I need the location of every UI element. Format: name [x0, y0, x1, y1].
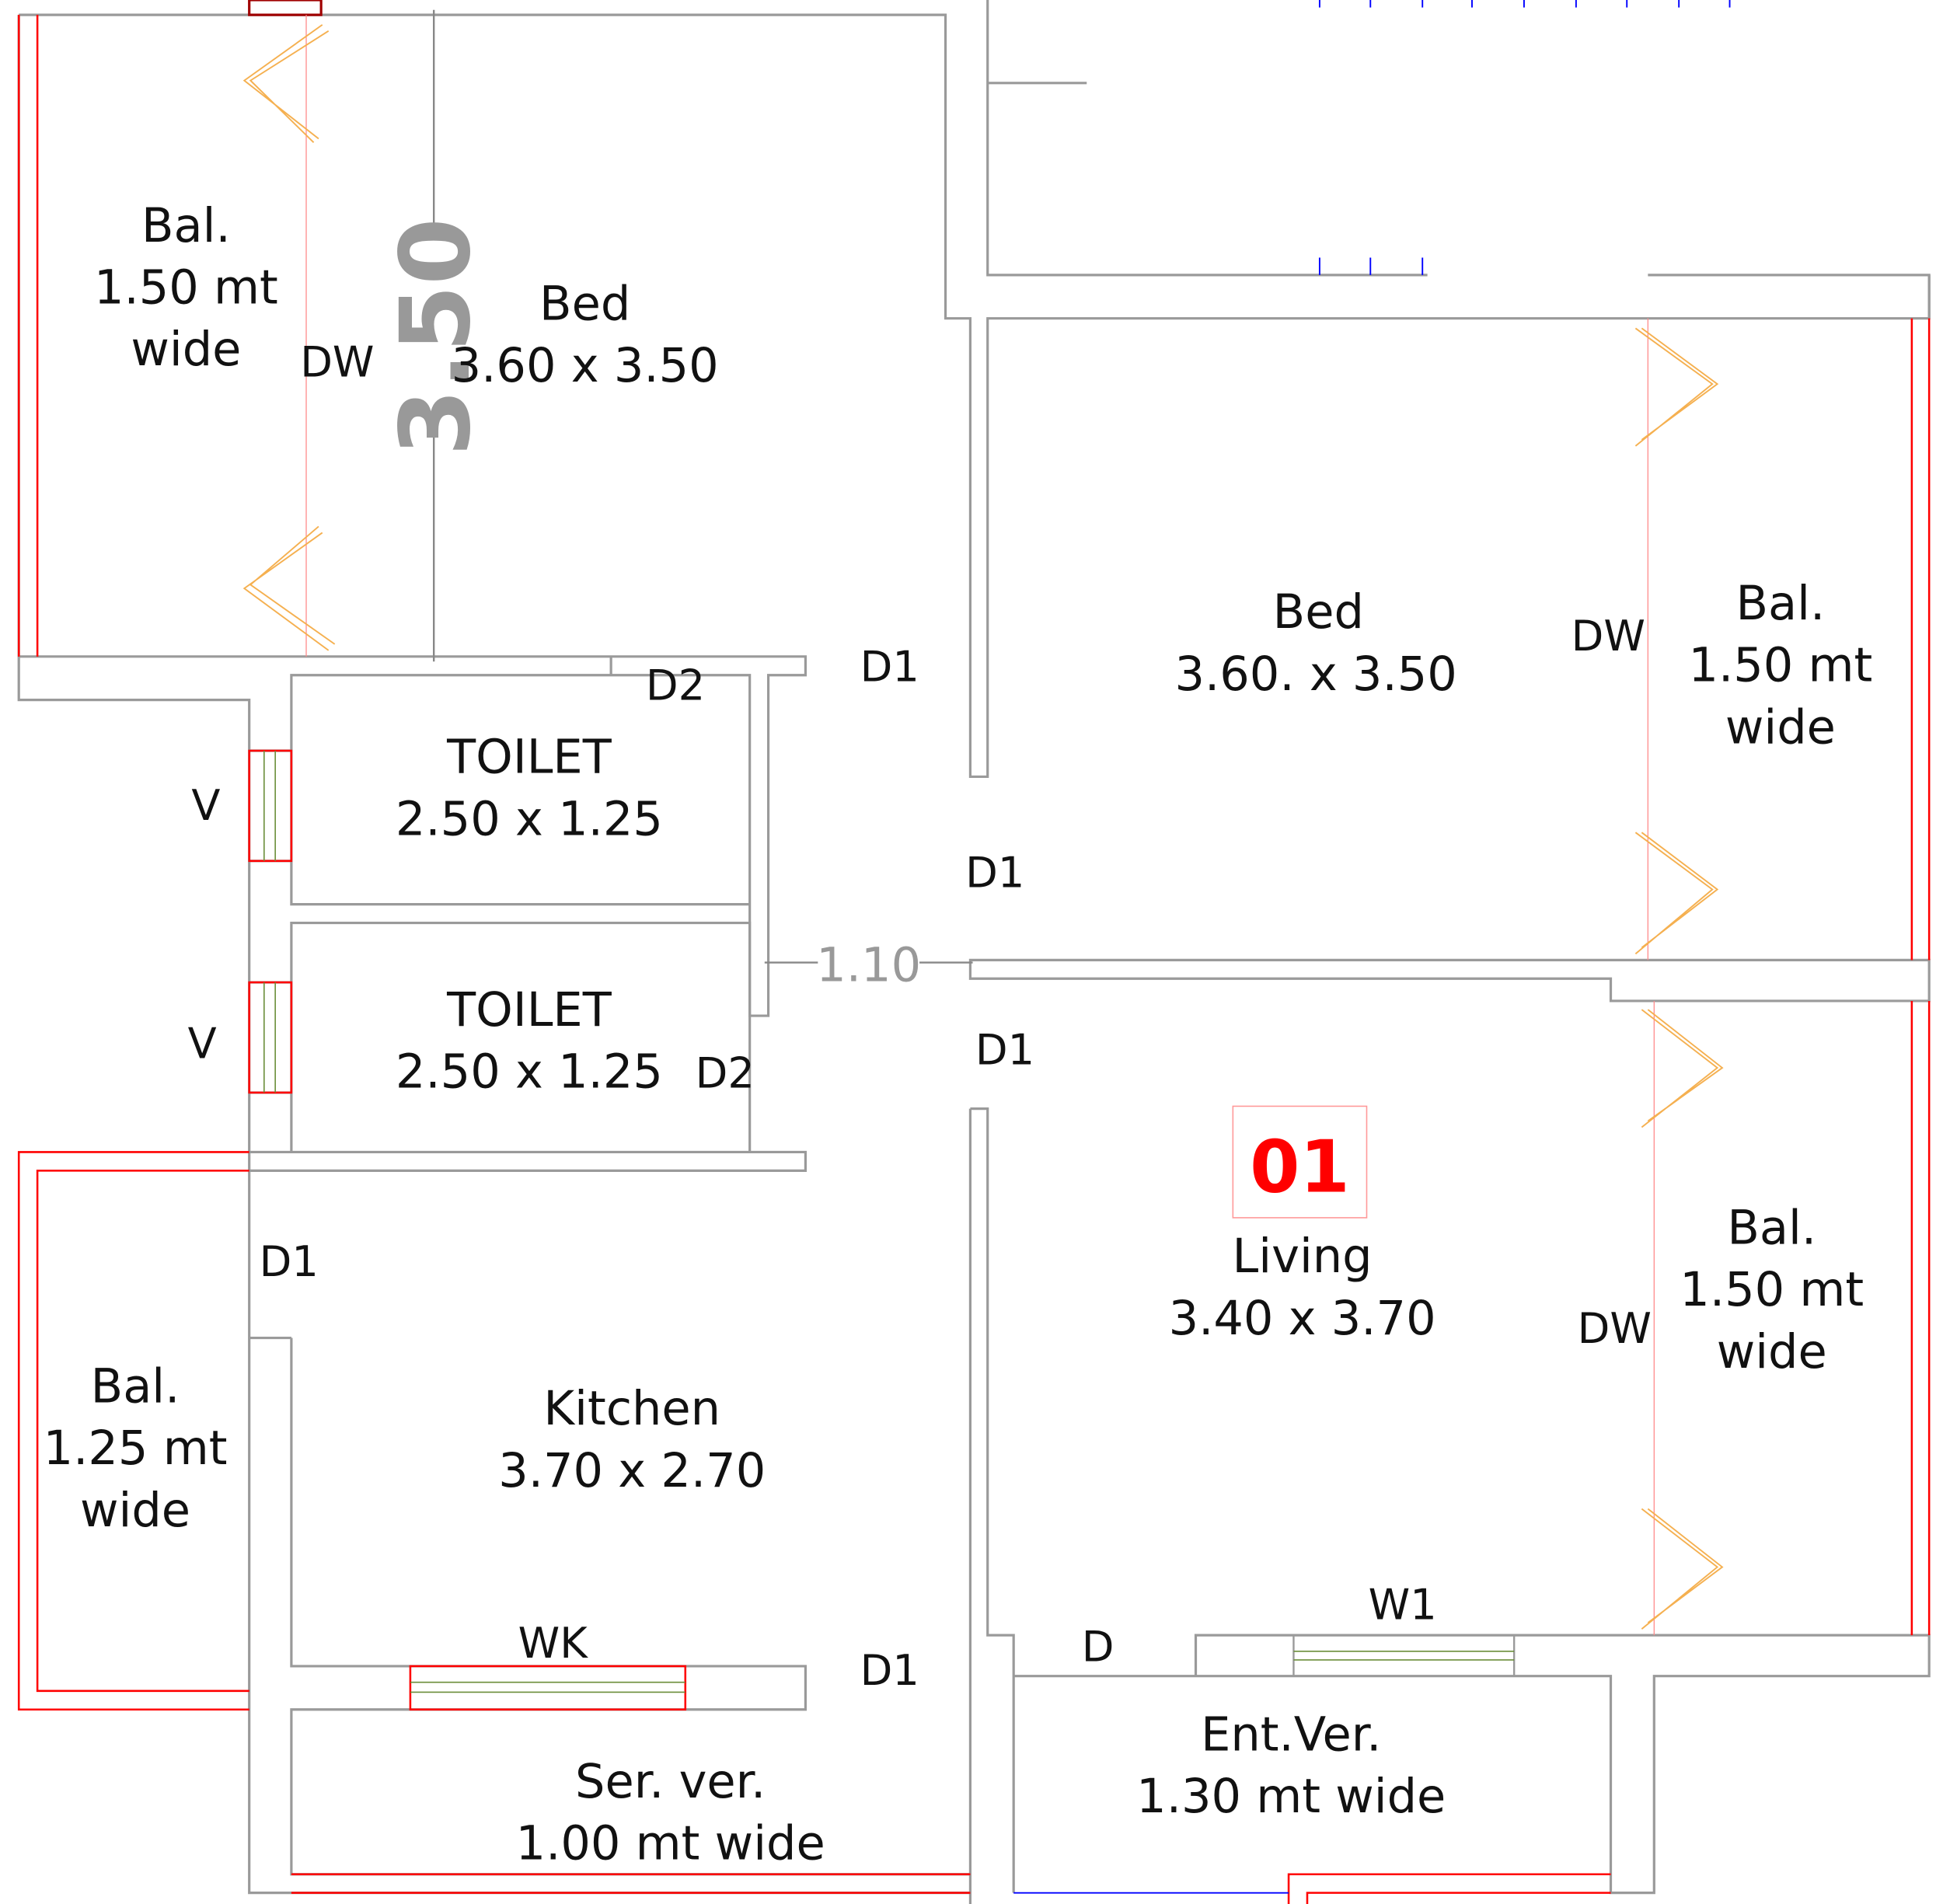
- svg-text:1.25 mt: 1.25 mt: [44, 1421, 228, 1476]
- svg-text:1.30 mt wide: 1.30 mt wide: [1136, 1770, 1446, 1824]
- svg-text:Bal.: Bal.: [141, 199, 231, 253]
- door-tag-d1: D1: [860, 643, 919, 692]
- door-tag-dw: DW: [1571, 612, 1645, 661]
- svg-text:1.50 mt: 1.50 mt: [1680, 1263, 1864, 1317]
- svg-text:01: 01: [1250, 1125, 1350, 1208]
- door-tag-d1: D1: [975, 1025, 1034, 1074]
- room-ent-ver: Ent.Ver. 1.30 mt wide: [1136, 1707, 1446, 1824]
- window-tag-v: V: [191, 781, 220, 830]
- svg-text:1.10: 1.10: [816, 938, 921, 992]
- dimension-1-10: 1.10: [764, 938, 973, 992]
- svg-text:1.50 mt: 1.50 mt: [1688, 639, 1872, 693]
- room-bal-right-bottom: Bal. 1.50 mt wide: [1680, 1201, 1864, 1379]
- svg-text:TOILET: TOILET: [446, 731, 612, 785]
- room-living: Living 3.40 x 3.70: [1169, 1229, 1436, 1346]
- svg-text:wide: wide: [131, 323, 241, 377]
- room-bal-left-bottom: Bal. 1.25 mt wide: [44, 1359, 228, 1537]
- svg-text:3.40 x 3.70: 3.40 x 3.70: [1169, 1292, 1436, 1346]
- svg-text:3.50: 3.50: [380, 218, 492, 456]
- svg-text:Kitchen: Kitchen: [543, 1382, 720, 1436]
- walls: [17, 0, 1931, 1904]
- room-toilet-1: TOILET 2.50 x 1.25: [396, 731, 663, 847]
- windows: [263, 0, 1731, 1894]
- svg-text:2.50 x 1.25: 2.50 x 1.25: [396, 1045, 663, 1100]
- dimension-3-50: 3.50: [380, 9, 492, 662]
- svg-text:Ser. ver.: Ser. ver.: [575, 1755, 766, 1809]
- svg-text:Ent.Ver.: Ent.Ver.: [1201, 1707, 1381, 1762]
- door-tag-d2: D2: [696, 1049, 755, 1098]
- room-ser-ver: Ser. ver. 1.00 mt wide: [516, 1755, 825, 1871]
- room-kitchen: Kitchen 3.70 x 2.70: [498, 1382, 766, 1498]
- sliding-doors: [242, 15, 1724, 1636]
- svg-text:1.00 mt wide: 1.00 mt wide: [516, 1817, 825, 1871]
- unit-number-badge: 01: [1232, 1105, 1368, 1219]
- svg-text:2.50 x 1.25: 2.50 x 1.25: [396, 792, 663, 846]
- balcony-railings: [17, 0, 1931, 1904]
- window-tag-v: V: [188, 1019, 217, 1068]
- svg-text:3.60. x 3.50: 3.60. x 3.50: [1174, 647, 1456, 702]
- window-tag-w1: W1: [1369, 1580, 1437, 1629]
- svg-text:Living: Living: [1233, 1229, 1373, 1284]
- door-tag-d1: D1: [860, 1646, 919, 1695]
- svg-text:Bal.: Bal.: [1727, 1201, 1816, 1255]
- svg-text:Bed: Bed: [539, 277, 630, 331]
- window-tag-wk: WK: [518, 1619, 589, 1668]
- svg-text:Bal.: Bal.: [91, 1359, 180, 1414]
- svg-text:wide: wide: [80, 1484, 190, 1538]
- svg-text:Bal.: Bal.: [1736, 577, 1826, 631]
- svg-text:3.60 x 3.50: 3.60 x 3.50: [452, 339, 719, 393]
- door-tag-d1: D1: [260, 1237, 319, 1286]
- room-bed-right: Bed 3.60. x 3.50: [1174, 585, 1456, 702]
- door-tag-dw: DW: [1578, 1304, 1652, 1353]
- room-bed-left: Bed 3.60 x 3.50: [452, 277, 719, 393]
- svg-text:3.70 x 2.70: 3.70 x 2.70: [498, 1444, 766, 1498]
- svg-text:TOILET: TOILET: [446, 983, 612, 1037]
- svg-text:1.50 mt: 1.50 mt: [94, 261, 278, 316]
- svg-text:Bed: Bed: [1273, 585, 1364, 640]
- door-tag-d2: D2: [646, 661, 705, 710]
- svg-text:wide: wide: [1717, 1325, 1827, 1379]
- door-tag-d: D: [1082, 1623, 1115, 1672]
- room-toilet-2: TOILET 2.50 x 1.25: [396, 983, 663, 1100]
- svg-text:wide: wide: [1725, 700, 1836, 755]
- room-bal-right-top: Bal. 1.50 mt wide: [1688, 577, 1872, 755]
- room-bal-top-left: Bal. 1.50 mt wide: [94, 199, 278, 377]
- door-tag-d1: D1: [965, 848, 1024, 897]
- door-tag-dw: DW: [300, 338, 374, 387]
